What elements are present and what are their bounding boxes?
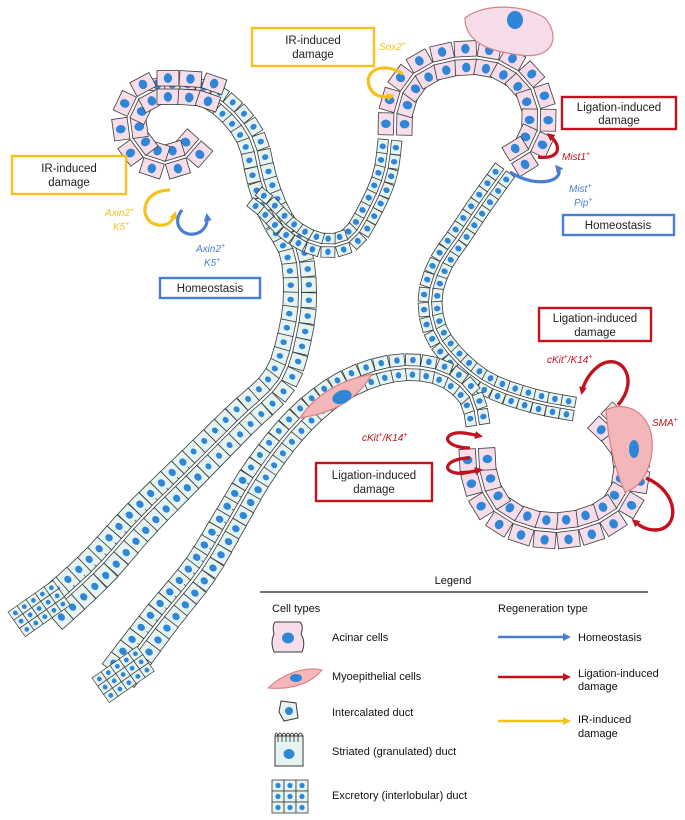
- ligation-arrow-top-right: [537, 133, 560, 159]
- svg-text:damage: damage: [292, 49, 334, 61]
- legend-myoepithelial-label: Myoepithelial cells: [332, 671, 422, 683]
- legend-ir-label: IR-induced: [578, 714, 631, 726]
- k5-homeostasis-marker-label: K5+: [204, 257, 220, 269]
- legend-excretory-icon: [271, 779, 309, 814]
- svg-text:Ligation-induced: Ligation-induced: [332, 470, 416, 482]
- pip-marker-label: Pip+: [574, 197, 593, 209]
- svg-text:damage: damage: [48, 177, 90, 189]
- ckit-k14-marker-label-left: cKit+/K14+: [362, 432, 407, 444]
- legend-excretory-label: Excretory (interlobular) duct: [332, 790, 467, 802]
- ir-damage-box-left: IR-induced damage: [10, 154, 128, 196]
- mist1-marker-label: Mist1+: [562, 151, 590, 163]
- k5-ir-marker-label: K5+: [113, 221, 129, 233]
- axin2-ir-marker-label: Axin2+: [104, 207, 134, 219]
- homeostasis-box-right: Homeostasis: [561, 213, 676, 237]
- ligation-damage-box-top-right: Ligation-induced damage: [560, 95, 678, 131]
- ligation-damage-box-mid-right: Ligation-induced damage: [537, 306, 653, 343]
- svg-text:IR-induced: IR-induced: [41, 163, 97, 175]
- legend-regeneration-heading: Regeneration type: [498, 603, 588, 615]
- legend-ligation-label: Ligation-induced: [578, 668, 659, 680]
- homeostasis-arrow-right: [509, 164, 564, 184]
- legend-acinar-icon: [271, 621, 305, 653]
- ir-damage-box-top: IR-induced damage: [250, 26, 376, 68]
- legend-title: Legend: [435, 575, 472, 587]
- svg-text:IR-induced: IR-induced: [285, 35, 341, 47]
- svg-text:Ligation-induced: Ligation-induced: [553, 313, 637, 325]
- ir-arrow-top: [366, 66, 404, 101]
- myoepithelial-cell-duct: [298, 373, 374, 419]
- legend-ligation-label-2: damage: [578, 681, 618, 693]
- legend-striated-icon: [274, 732, 304, 767]
- legend: Legend Cell types Regeneration type Acin…: [260, 575, 659, 814]
- svg-text:damage: damage: [353, 484, 395, 496]
- legend-intercalated-icon: [278, 700, 299, 722]
- svg-text:damage: damage: [598, 115, 640, 127]
- legend-striated-label: Striated (granulated) duct: [332, 746, 456, 758]
- homeostasis-arrow-left: [176, 209, 212, 236]
- ir-arrow-left: [143, 188, 177, 227]
- svg-text:Homeostasis: Homeostasis: [177, 283, 244, 295]
- axin2-homeostasis-marker-label: Axin2+: [195, 243, 225, 255]
- ligation-arrow-acinus-bottom: [631, 476, 675, 532]
- svg-text:Homeostasis: Homeostasis: [585, 220, 652, 232]
- svg-text:Ligation-induced: Ligation-induced: [577, 102, 661, 114]
- gland-tissue: [7, 6, 651, 704]
- legend-myoepithelial-icon: [266, 668, 323, 689]
- homeostasis-box-left: Homeostasis: [158, 276, 262, 300]
- legend-homeostasis-label: Homeostasis: [578, 632, 642, 644]
- ligation-arrow-duct-lower: [445, 456, 483, 475]
- ckit-k14-marker-label-top: cKit+/K14+: [547, 354, 592, 366]
- legend-ir-label-2: damage: [578, 728, 618, 740]
- ligation-arrow-duct-upper: [445, 431, 483, 450]
- ligation-damage-box-bottom: Ligation-induced damage: [314, 461, 434, 503]
- svg-text:damage: damage: [574, 327, 616, 339]
- mist-marker-label: Mist+: [569, 183, 591, 195]
- legend-acinar-label: Acinar cells: [332, 632, 389, 644]
- myoepithelial-cell-acinus: [605, 405, 653, 493]
- sma-marker-label: SMA+: [652, 417, 678, 429]
- regeneration-arrows: [143, 66, 675, 725]
- legend-cell-types-heading: Cell types: [272, 603, 321, 615]
- sox2-marker-label: Sox2+: [379, 41, 406, 53]
- ligation-arrow-acinus-top: [579, 360, 630, 407]
- legend-intercalated-label: Intercalated duct: [332, 707, 413, 719]
